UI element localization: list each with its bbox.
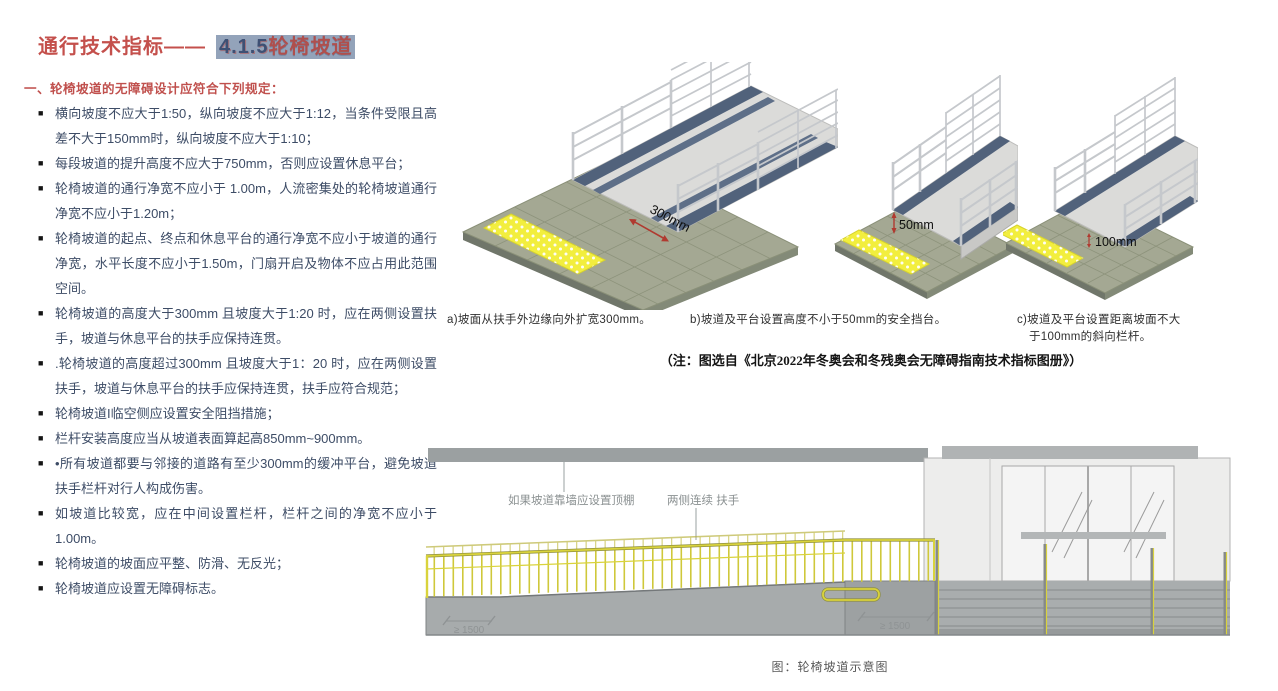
bullet-square-icon: ■	[38, 508, 44, 518]
title-section-keyword: 轮椅坡道	[268, 36, 353, 58]
near-handrail	[425, 538, 935, 602]
regulation-text: .轮椅坡道的高度超过300mm 且坡度大于1：20 时，应在两侧设置扶手，坡道与…	[55, 356, 437, 396]
dim-label-1500-platform: ≥ 1500	[880, 621, 911, 632]
ramp-surface-line	[426, 581, 846, 598]
regulation-text: 栏杆安装高度应当从坡道表面算起高850mm~900mm。	[55, 431, 371, 446]
stair-posts	[935, 540, 1228, 635]
tile-ground-side	[1006, 243, 1105, 300]
bullet-square-icon: ■	[38, 108, 44, 118]
building-entrance	[923, 446, 1231, 582]
handrails	[891, 75, 1018, 246]
ramp-surface	[571, 85, 838, 233]
regulation-item: ■ 轮椅坡道的坡面应平整、防滑、无反光；	[38, 551, 437, 576]
bullet-square-icon: ■	[38, 233, 44, 243]
ramp-edge-strips	[1055, 136, 1198, 247]
regulation-item: ■ .轮椅坡道的高度超过300mm 且坡度大于1：20 时，应在两侧设置扶手，坡道…	[38, 351, 437, 401]
regulation-item: ■ 轮椅坡道I临空侧应设置安全阻挡措施；	[38, 401, 437, 426]
regulations-list: ■ 横向坡度不应大于1:50，纵向坡度不应大于1:12，当条件受限且高差不大于15…	[38, 101, 437, 601]
regulation-text: 每段坡道的提升高度不应大于750mm，否则应设置休息平台；	[55, 156, 411, 171]
regulation-item: ■ 轮椅坡道的通行净宽不应小于 1.00m，人流密集处的轮椅坡道通行净宽不应小于1…	[38, 176, 437, 226]
regulation-item: ■ 横向坡度不应大于1:50，纵向坡度不应大于1:12，当条件受限且高差不大于15…	[38, 101, 437, 151]
entrance-steps	[935, 581, 1230, 635]
tactile-strip	[1003, 224, 1085, 268]
bullet-square-icon: ■	[38, 183, 44, 193]
regulation-item: ■ 每段坡道的提升高度不应大于750mm，否则应设置休息平台；	[38, 151, 437, 176]
glass-reflections	[1051, 491, 1165, 559]
title-prefix: 通行技术指标——	[38, 36, 206, 58]
section-heading: 一、轮椅坡道的无障碍设计应符合下列规定：	[24, 82, 285, 96]
ramp-isometric-figure-b: 50mm	[833, 75, 1018, 299]
dim-label-50mm: 50mm	[899, 218, 934, 232]
ramp-elevation-diagram: 如果坡道靠墙应设置顶棚 两侧连续 扶手	[425, 446, 1231, 636]
tactile-strip	[839, 229, 931, 275]
bullet-square-icon: ■	[38, 358, 44, 368]
regulation-text: 横向坡度不应大于1:50，纵向坡度不应大于1:12，当条件受限且高差不大于150…	[55, 106, 437, 146]
label-canopy: 如果坡道靠墙应设置顶棚	[508, 493, 635, 507]
tile-ground-side	[1105, 247, 1193, 300]
regulation-text: 如坡道比较宽，应在中间设置栏杆，栏杆之间的净宽不应小于1.00m。	[55, 506, 437, 546]
ramp-isometric-figure-a: 300mm	[461, 62, 838, 310]
ramp-edge-strips	[893, 136, 1018, 246]
regulation-text: 轮椅坡道I临空侧应设置安全阻挡措施；	[55, 406, 280, 421]
caption-figure-a: a)坡面从扶手外边缘向外扩宽300mm。	[447, 314, 652, 326]
regulation-text: 轮椅坡道应设置无障碍标志。	[55, 581, 225, 596]
bullet-square-icon: ■	[38, 558, 44, 568]
dimension-arrow-icon	[632, 220, 666, 240]
diagram-caption: 图：轮椅坡道示意图	[771, 660, 889, 674]
tile-ground-side	[835, 244, 927, 299]
caption-figure-b: b)坡道及平台设置高度不小于50mm的安全挡台。	[690, 314, 947, 326]
bullet-square-icon: ■	[38, 308, 44, 318]
bullet-square-icon: ■	[38, 433, 44, 443]
source-note: （注：图选自《北京2022年冬奥会和冬残奥会无障碍指南技术指标图册》）	[659, 353, 1083, 368]
caption-figure-c-line1: c)坡道及平台设置距离坡面不大	[1017, 314, 1181, 326]
regulation-item: ■ 栏杆安装高度应当从坡道表面算起高850mm~900mm。	[38, 426, 437, 451]
dimension-100mm: 100mm	[1087, 233, 1137, 249]
dimension-50mm: 50mm	[891, 212, 934, 234]
handrails	[571, 62, 838, 232]
handrails	[1053, 77, 1198, 247]
title-section-number: 4.1.5	[219, 36, 269, 58]
regulation-text: 轮椅坡道的通行净宽不应小于 1.00m，人流密集处的轮椅坡道通行净宽不应小于1.…	[55, 181, 437, 221]
bullet-square-icon: ■	[38, 408, 44, 418]
label-handrail: 两侧连续 扶手	[667, 493, 739, 507]
regulation-text: •所有坡道都要与邻接的道路有至少300mm的缓冲平台，避免坡道扶手栏杆对行人构成…	[55, 456, 437, 496]
regulation-item: ■ 轮椅坡道应设置无障碍标志。	[38, 576, 437, 601]
regulation-item: ■ 如坡道比较宽，应在中间设置栏杆，栏杆之间的净宽不应小于1.00m。	[38, 501, 437, 551]
page-title: 通行技术指标—— 4.1.5轮椅坡道	[38, 30, 356, 59]
ramp-edge-strips	[573, 86, 838, 232]
canopy-bar	[428, 448, 928, 462]
tactile-strip	[482, 213, 607, 275]
regulation-item: ■ 轮椅坡道的高度大于300mm 且坡度大于1:20 时，应在两侧设置扶手，坡道与…	[38, 301, 437, 351]
regulation-text: 轮椅坡道的起点、终点和休息平台的通行净宽不应小于坡道的通行净宽，水平长度不应小于…	[55, 231, 437, 296]
bullet-square-icon: ■	[38, 158, 44, 168]
dimension-1500-platform: ≥ 1500	[857, 611, 935, 632]
title-section-highlight: 4.1.5轮椅坡道	[216, 35, 356, 59]
tile-ground	[461, 156, 800, 310]
dim-label-100mm: 100mm	[1095, 235, 1137, 249]
tile-ground-side	[927, 246, 1013, 299]
ramp-isometric-figure-c: 100mm	[1003, 77, 1198, 300]
regulation-text: 轮椅坡道的高度大于300mm 且坡度大于1:20 时，应在两侧设置扶手，坡道与休…	[55, 306, 437, 346]
regulation-item: ■ •所有坡道都要与邻接的道路有至少300mm的缓冲平台，避免坡道扶手栏杆对行人构…	[38, 451, 437, 501]
regulation-item: ■ 轮椅坡道的起点、终点和休息平台的通行净宽不应小于坡道的通行净宽，水平长度不应小…	[38, 226, 437, 301]
bullet-square-icon: ■	[38, 583, 44, 593]
caption-figure-c-line2: 于100mm的斜向栏杆。	[1029, 331, 1152, 343]
bullet-square-icon: ■	[38, 458, 44, 468]
regulation-text: 轮椅坡道的坡面应平整、防滑、无反光；	[55, 556, 290, 571]
dim-label-1500-left: ≥ 1500	[454, 625, 485, 636]
dimension-1500-left: ≥ 1500	[442, 615, 496, 636]
